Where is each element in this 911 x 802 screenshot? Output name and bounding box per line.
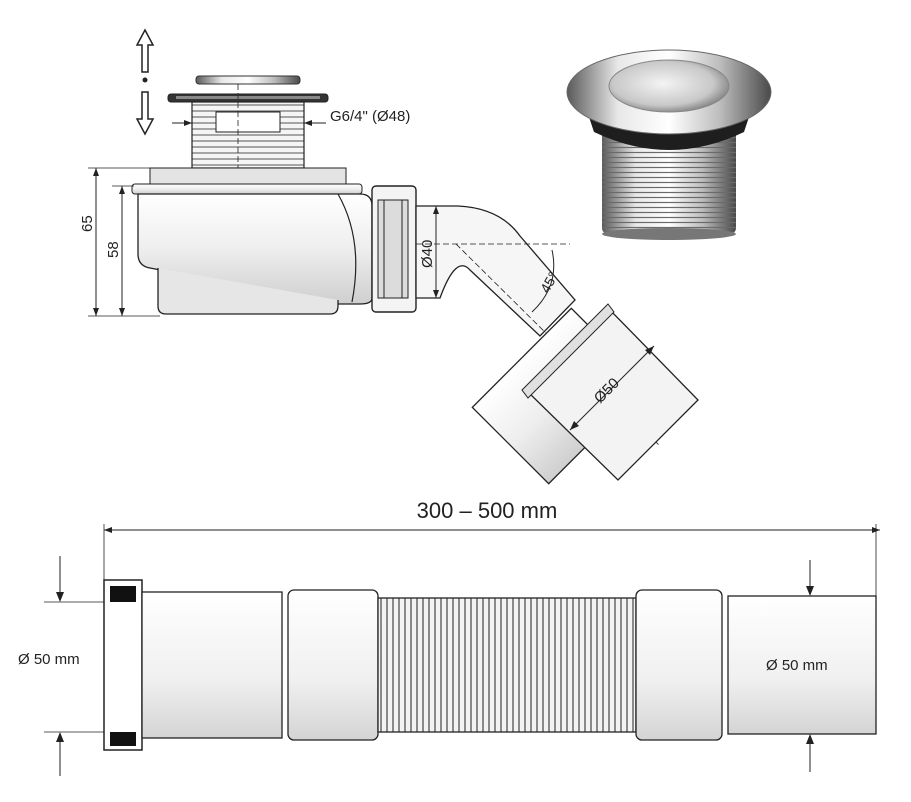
waste-cap <box>167 75 329 103</box>
left-diameter-label: Ø 50 mm <box>18 651 80 668</box>
right-diameter-dimension <box>806 560 814 772</box>
flexible-hose: 300 – 500 mm Ø 50 mm Ø 50 mm <box>18 498 880 776</box>
right-collar <box>635 589 723 741</box>
height-inner-label: 58 <box>105 241 122 258</box>
outlet-dimension <box>433 206 439 298</box>
length-label: 300 – 500 mm <box>417 498 558 523</box>
left-sleeve <box>141 591 283 739</box>
trap-side-view: G6/4" (Ø48) Ø40 45° <box>79 28 699 485</box>
left-diameter-dimension <box>44 556 104 776</box>
height-outer-label: 65 <box>79 215 96 232</box>
right-sleeve <box>727 595 877 735</box>
coupling-nut <box>371 185 417 313</box>
trap-top-plate <box>149 167 347 185</box>
height-dimensions <box>88 167 160 317</box>
pipe-dimension <box>569 345 655 431</box>
thread-label-box <box>215 111 281 133</box>
thread-dimension <box>172 120 326 126</box>
corrugated-section <box>377 597 637 733</box>
up-down-arrow-icon <box>135 28 155 136</box>
length-dimension <box>103 524 880 596</box>
left-collar <box>287 589 379 741</box>
outlet-elbow <box>415 205 576 337</box>
left-nut <box>103 579 143 751</box>
thread-label: G6/4" (Ø48) <box>330 108 410 125</box>
right-diameter-label: Ø 50 mm <box>766 657 828 674</box>
chrome-waste-photo <box>566 49 772 240</box>
outlet-diameter-label: Ø40 <box>419 240 436 268</box>
